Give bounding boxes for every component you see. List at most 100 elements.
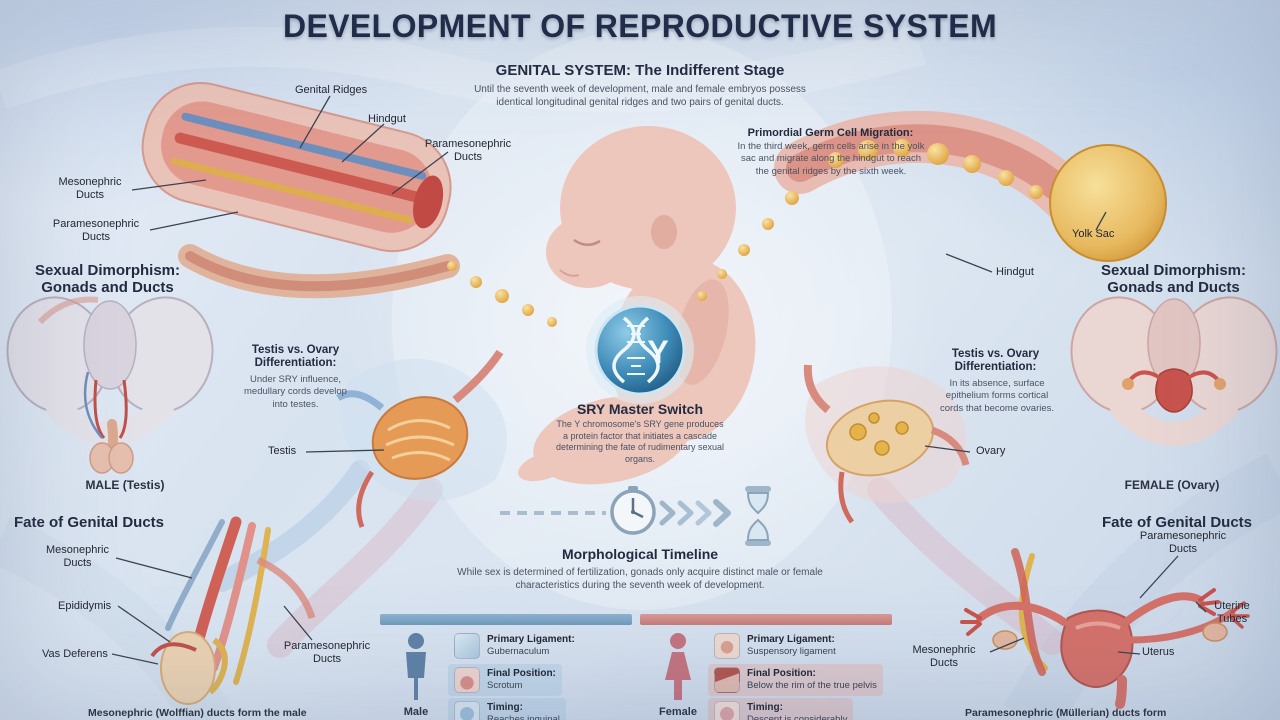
genital-ridge-illustration: [141, 82, 452, 253]
row-text: Timing: Descent is considerably: [747, 702, 847, 720]
fetus-ear: [651, 215, 677, 249]
hindgut-tube-inner: [185, 251, 453, 292]
female-dimorphism-heading: Sexual Dimorphism: Gonads and Ducts: [1100, 262, 1247, 297]
genital-ridge-tube: [174, 132, 429, 205]
timeline-graphic: [500, 486, 771, 546]
dna-strand: [612, 316, 636, 384]
row-title: Final Position:: [747, 667, 816, 679]
ovary-diff-body: In its absence, surface epithelium forms…: [939, 378, 1055, 414]
label-paramesonephric-ridge-right: Paramesonephric Ducts: [424, 138, 512, 163]
label-mesonephric-ridge: Mesonephric Ducts: [58, 176, 122, 201]
label-vas-deferens: Vas Deferens: [42, 648, 108, 660]
timing-icon: [714, 701, 740, 720]
testis-descended: [108, 442, 134, 474]
fetus-eye: [573, 238, 601, 246]
female-row-timing: Timing: Descent is considerably: [708, 698, 854, 720]
fimbriae: [1198, 588, 1220, 616]
female-figure-label: Female: [659, 706, 697, 718]
chevron-right-icon: [695, 500, 712, 526]
label-genital-ridges: Genital Ridges: [295, 84, 368, 96]
migration-heading: Primordial Germ Cell Migration:: [747, 127, 914, 139]
row-value: Suspensory ligament: [747, 646, 836, 658]
timing-icon: [454, 701, 480, 720]
germ-cell-trail-right: [697, 191, 799, 301]
fimbriae: [1230, 601, 1250, 629]
fimbriae: [960, 608, 982, 636]
chevron-right-icon: [677, 500, 694, 526]
epididymis-coil: [208, 637, 228, 695]
yolk-sac: [1049, 144, 1167, 262]
row-title: Primary Ligament:: [487, 633, 575, 645]
row-title: Final Position:: [487, 667, 556, 679]
row-title: Timing:: [747, 701, 783, 713]
y-chromosome-letter: Y: [647, 334, 668, 370]
female-pelvis-illustration: [1070, 296, 1278, 446]
label-epididymis: Epididymis: [58, 600, 112, 612]
male-caption: MALE (Testis): [85, 478, 165, 492]
scrotum-icon: [454, 667, 480, 693]
ovary-closeup-illustration: [803, 364, 970, 524]
timeline-heading: Morphological Timeline: [561, 546, 719, 562]
fetus-mouth: [559, 269, 580, 277]
label-mesonephric-female: Mesonephric Ducts: [912, 644, 976, 669]
female-figure-icon: [665, 633, 691, 700]
male-pelvis-illustration: [6, 296, 214, 474]
testis-shape: [160, 631, 216, 705]
germ-cell-migration-tube: [774, 110, 1167, 262]
male-column-bar: [380, 614, 632, 625]
label-hindgut-right: Hindgut: [996, 266, 1034, 278]
male-row-final-position: Final Position: Scrotum: [448, 664, 562, 696]
row-text: Timing: Reaches inguinal: [487, 702, 560, 720]
row-text: Final Position: Scrotum: [487, 668, 556, 692]
label-uterine-tubes: Uterine Tubes: [1214, 600, 1250, 625]
testis-diff-body: Under SRY influence, medullary cords dev…: [244, 374, 347, 410]
comparison-table: Male Primary Ligament: Gubernaculum Fina…: [378, 614, 898, 720]
uterus-in-pelvis: [1155, 368, 1193, 413]
uterine-tube-left: [976, 601, 1068, 626]
dna-strand: [636, 316, 660, 384]
testis-closeup-illustration: [336, 349, 507, 528]
male-row-primary-ligament: Primary Ligament: Gubernaculum: [448, 630, 581, 662]
row-value: Descent is considerably: [747, 714, 848, 720]
label-mesonephric-male: Mesonephric Ducts: [46, 544, 109, 569]
label-ovary: Ovary: [976, 445, 1006, 457]
row-value: Scrotum: [487, 680, 523, 692]
page-title: DEVELOPMENT OF REPRODUCTIVE SYSTEM: [282, 8, 998, 44]
female-row-final-position: Final Position: Below the rim of the tru…: [708, 664, 883, 696]
male-figure-label: Male: [403, 706, 429, 718]
male-ducts-footnote: Mesonephric (Wolffian) ducts form the ma…: [88, 707, 307, 719]
label-uterus: Uterus: [1142, 646, 1175, 658]
female-ducts-footnote: Paramesonephric (Müllerian) ducts form: [965, 707, 1167, 719]
indifferent-stage-body: Until the seventh week of development, m…: [474, 84, 806, 108]
germ-cell-trail-left: [447, 261, 557, 327]
pelvis-rim-icon: [714, 667, 740, 693]
label-paramesonephric-female: Paramesonephric Ducts: [1139, 530, 1227, 555]
vas-deferens-loop: [150, 642, 197, 658]
row-value: Reaches inguinal: [487, 714, 560, 720]
label-testis: Testis: [268, 445, 297, 457]
row-title: Primary Ligament:: [747, 633, 835, 645]
sry-heading: SRY Master Switch: [576, 401, 704, 417]
female-caption: FEMALE (Ovary): [1124, 478, 1220, 492]
label-paramesonephric-ridge-left: Paramesonephric Ducts: [52, 218, 140, 243]
label-yolk-sac: Yolk Sac: [1072, 228, 1115, 240]
ovary-diff-heading: Testis vs. Ovary Differentiation:: [951, 348, 1040, 374]
row-value: Gubernaculum: [487, 646, 550, 658]
leader-lines: [111, 95, 1207, 665]
chevron-right-icon: [713, 499, 731, 527]
timeline-body: While sex is determined of fertilization…: [457, 567, 823, 591]
indifferent-stage-heading: GENITAL SYSTEM: The Indifferent Stage: [495, 62, 785, 79]
hourglass-icon: [745, 486, 771, 546]
left-stream: [267, 477, 443, 658]
male-duct-illustration: [150, 516, 316, 705]
row-text: Final Position: Below the rim of the tru…: [747, 668, 877, 692]
female-column-bar: [640, 614, 892, 625]
row-title: Timing:: [487, 701, 523, 713]
label-hindgut-left: Hindgut: [368, 113, 406, 125]
female-duct-illustration: [960, 548, 1250, 709]
row-text: Primary Ligament: Suspensory ligament: [747, 634, 836, 658]
phallus-shape: [107, 419, 118, 453]
row-value: Below the rim of the true pelvis: [747, 680, 877, 692]
